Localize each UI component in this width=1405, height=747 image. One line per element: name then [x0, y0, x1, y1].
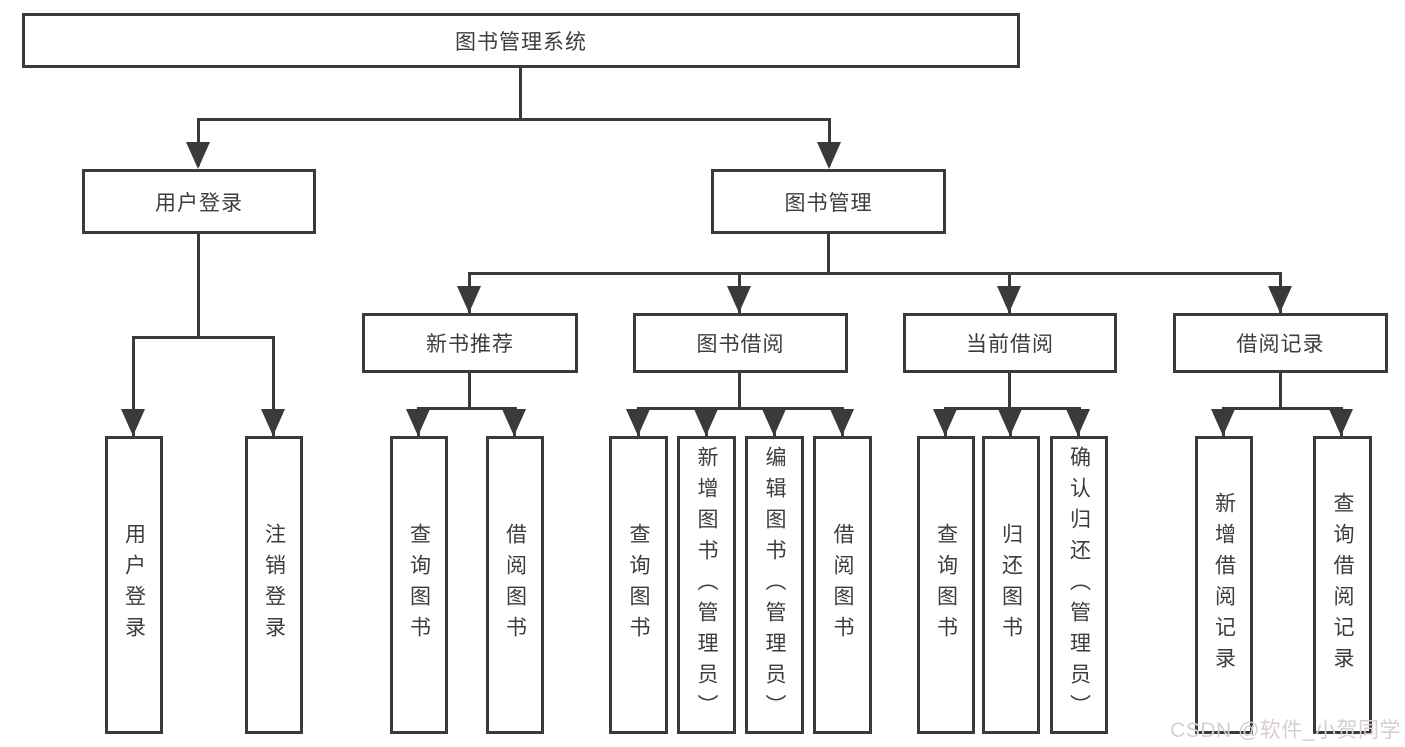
arrow-down-icon	[817, 142, 841, 169]
leaf-return-books: 归还图书	[982, 436, 1040, 734]
arrow-down-icon	[186, 142, 210, 169]
connector-line	[272, 336, 275, 436]
arrow-down-icon	[933, 409, 957, 436]
leaf-label: 新增图书（管理员）	[695, 445, 718, 725]
arrow-down-icon	[997, 286, 1021, 313]
node-new-book-recommendation: 新书推荐	[362, 313, 578, 373]
csdn-watermark: CSDN @软件_小贺同学	[1170, 719, 1401, 742]
arrow-down-icon	[626, 409, 650, 436]
leaf-user-login: 用户登录	[105, 436, 163, 734]
leaf-borrow-books-recommend: 借阅图书	[486, 436, 544, 734]
leaf-add-borrow-record: 新增借阅记录	[1195, 436, 1253, 734]
node-label: 图书借阅	[696, 333, 785, 356]
node-root-library-management-system: 图书管理系统	[22, 13, 1020, 68]
leaf-query-books-borrow: 查询图书	[609, 436, 668, 734]
node-label: 借阅记录	[1236, 333, 1325, 356]
arrow-down-icon	[830, 409, 854, 436]
leaf-query-borrow-record: 查询借阅记录	[1313, 436, 1372, 734]
leaf-label: 借阅图书	[503, 523, 527, 647]
leaf-logout: 注销登录	[245, 436, 303, 734]
connector-line	[468, 373, 471, 407]
node-label: 图书管理系统	[455, 30, 587, 54]
leaf-label: 借阅图书	[831, 523, 854, 647]
connector-line	[468, 272, 1282, 275]
arrow-down-icon	[406, 409, 430, 436]
arrow-down-icon	[1329, 409, 1353, 436]
leaf-label: 编辑图书（管理员）	[763, 445, 786, 725]
leaf-query-books-current: 查询图书	[917, 436, 975, 734]
leaf-label: 查询借阅记录	[1331, 492, 1354, 678]
leaf-label: 查询图书	[407, 523, 431, 647]
leaf-add-book-admin: 新增图书（管理员）	[677, 436, 736, 734]
node-book-borrowing: 图书借阅	[633, 313, 848, 373]
connector-line	[1008, 373, 1011, 407]
connector-line	[1279, 373, 1282, 407]
arrow-down-icon	[998, 409, 1022, 436]
arrow-down-icon	[762, 409, 786, 436]
node-book-management: 图书管理	[711, 169, 946, 234]
connector-line	[827, 234, 830, 272]
arrow-down-icon	[1268, 286, 1292, 313]
connector-line	[944, 407, 1081, 410]
arrow-down-icon	[261, 409, 285, 436]
arrow-down-icon	[727, 286, 751, 313]
arrow-down-icon	[502, 409, 526, 436]
node-label: 当前借阅	[966, 333, 1054, 356]
connector-line	[132, 336, 135, 436]
leaf-label: 用户登录	[122, 523, 146, 647]
arrow-down-icon	[121, 409, 145, 436]
node-label: 图书管理	[784, 191, 873, 215]
connector-line	[637, 407, 844, 410]
node-label: 用户登录	[155, 191, 243, 215]
arrow-down-icon	[694, 409, 718, 436]
connector-line	[197, 234, 200, 336]
arrow-down-icon	[1211, 409, 1235, 436]
leaf-label: 注销登录	[262, 523, 286, 647]
leaf-label: 归还图书	[999, 523, 1023, 647]
connector-line	[738, 373, 741, 407]
leaf-label: 查询图书	[934, 523, 958, 647]
connector-line	[132, 336, 275, 339]
leaf-label: 查询图书	[627, 523, 650, 647]
leaf-query-books-recommend: 查询图书	[390, 436, 448, 734]
connector-line	[197, 118, 831, 121]
node-label: 新书推荐	[426, 333, 514, 356]
arrow-down-icon	[1066, 409, 1090, 436]
leaf-confirm-return-admin: 确认归还（管理员）	[1050, 436, 1108, 734]
arrow-down-icon	[457, 286, 481, 313]
connector-line	[1222, 407, 1343, 410]
connector-line	[417, 407, 517, 410]
leaf-label: 新增借阅记录	[1212, 492, 1236, 678]
leaf-borrow-books: 借阅图书	[813, 436, 872, 734]
leaf-label: 确认归还（管理员）	[1067, 445, 1091, 725]
node-user-login: 用户登录	[82, 169, 316, 234]
leaf-edit-book-admin: 编辑图书（管理员）	[745, 436, 804, 734]
node-current-borrowing: 当前借阅	[903, 313, 1117, 373]
connector-line	[519, 68, 522, 120]
node-borrowing-records: 借阅记录	[1173, 313, 1388, 373]
